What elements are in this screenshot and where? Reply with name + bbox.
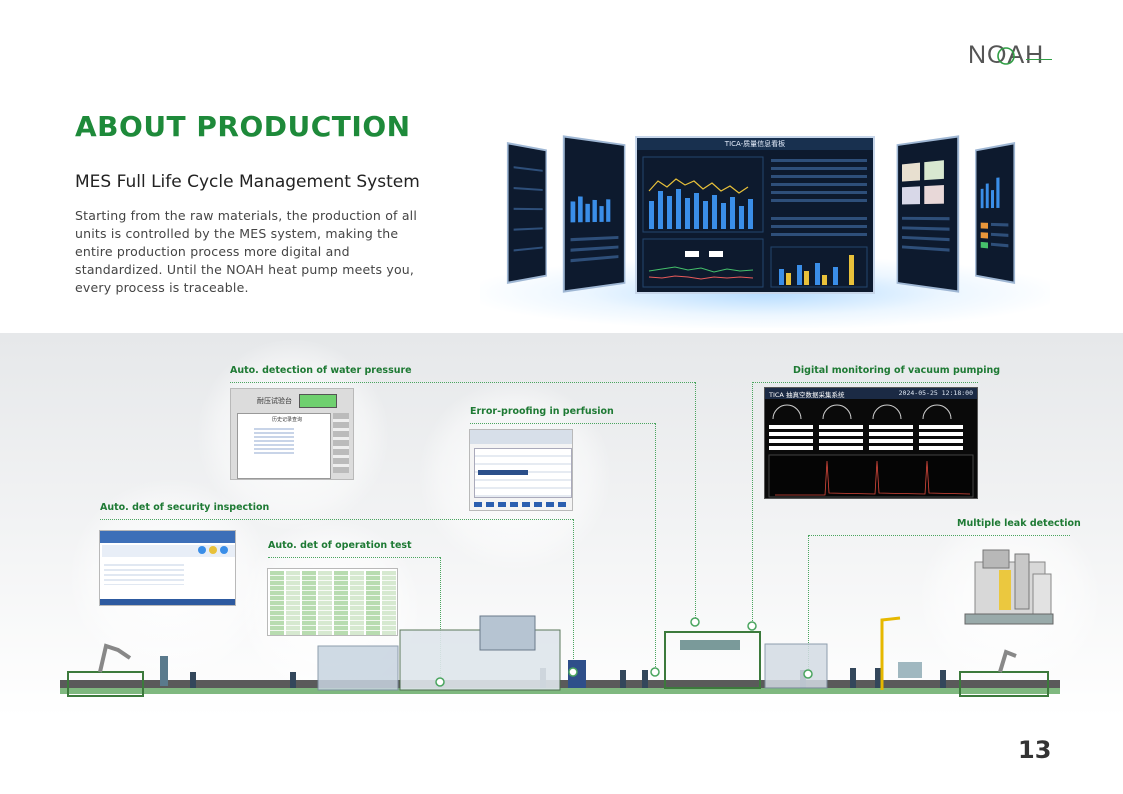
security-toolbar <box>102 545 235 557</box>
dashboard-screen-right <box>896 135 960 293</box>
connector-water-h <box>230 382 695 383</box>
pressure-display <box>299 394 337 408</box>
vacuum-monitor-screenshot: TICA 抽真空数据采集系统 2024-05-25 12:18:00 <box>764 387 978 499</box>
side-controls <box>333 413 349 473</box>
connector-water-v <box>695 382 696 622</box>
perfusion-buttons <box>474 502 570 507</box>
water-pressure-screenshot: 耐压试验台 历史记录查询 <box>230 388 354 480</box>
security-inspection-screenshot <box>99 530 236 606</box>
dashboard-screen-right-outer <box>975 142 1016 284</box>
connector-vacuum-v <box>752 382 753 627</box>
history-table <box>254 428 294 454</box>
perfusion-header <box>470 430 572 444</box>
vacuum-screen-time: 2024-05-25 12:18:00 <box>898 389 973 397</box>
logo-leaf-icon <box>997 47 1015 65</box>
history-panel: 历史记录查询 <box>237 413 331 479</box>
security-titlebar <box>100 531 235 543</box>
callout-perfusion: Error-proofing in perfusion <box>470 406 614 417</box>
factory-production-line <box>60 615 1060 697</box>
callout-operation-test: Auto. det of operation test <box>268 540 412 551</box>
mes-dashboard-illustration: TICA-质量信息看板 <box>480 128 1050 328</box>
dashboard-screen-left-outer <box>506 142 547 284</box>
connector-vacuum-h <box>752 382 978 383</box>
vacuum-screen-title: TICA 抽真空数据采集系统 <box>769 391 845 399</box>
security-table <box>104 561 184 585</box>
dashboard-main-title: TICA-质量信息看板 <box>637 138 873 150</box>
intro-paragraph: Starting from the raw materials, the pro… <box>75 208 418 295</box>
connector-operation-h <box>268 557 440 558</box>
history-panel-title: 历史记录查询 <box>272 417 303 423</box>
right-screen-panels <box>902 160 950 252</box>
security-statusbar <box>100 599 235 605</box>
perfusion-progress <box>478 470 528 475</box>
connector-perfusion-h <box>470 423 655 424</box>
vacuum-gauges-chart <box>768 404 974 498</box>
page-title: ABOUT PRODUCTION <box>75 110 411 143</box>
operation-test-screenshot <box>267 568 398 636</box>
dashboard-screen-left <box>562 135 626 293</box>
callout-vacuum-pumping: Digital monitoring of vacuum pumping <box>793 365 1001 376</box>
connector-security-h <box>100 519 573 520</box>
page-number: 13 <box>1018 736 1052 764</box>
left-screen-bars <box>570 196 619 263</box>
connector-leak-h <box>808 535 1070 536</box>
callout-security: Auto. det of security inspection <box>100 502 270 513</box>
perfusion-screenshot <box>469 429 573 511</box>
vacuum-header: TICA 抽真空数据采集系统 2024-05-25 12:18:00 <box>765 388 977 399</box>
page-subtitle: MES Full Life Cycle Management System <box>75 172 420 192</box>
noah-logo: NOAH <box>968 40 1058 70</box>
leak-detection-machine <box>964 549 1054 625</box>
water-pressure-screen-title: 耐压试验台 <box>257 397 292 405</box>
connector-security-v <box>573 519 574 671</box>
callout-leak-detection: Multiple leak detection <box>957 518 1081 529</box>
callout-water-pressure: Auto. detection of water pressure <box>230 365 412 376</box>
connector-leak-v <box>808 535 809 675</box>
dashboard-screen-main: TICA-质量信息看板 <box>635 136 875 294</box>
right-outer-screen-bars <box>980 177 1009 249</box>
main-screen-charts <box>642 156 868 288</box>
logo-underline <box>1026 59 1052 60</box>
operation-test-rows <box>270 571 397 635</box>
connector-perfusion-v <box>655 423 656 673</box>
connector-operation-v <box>440 557 441 677</box>
